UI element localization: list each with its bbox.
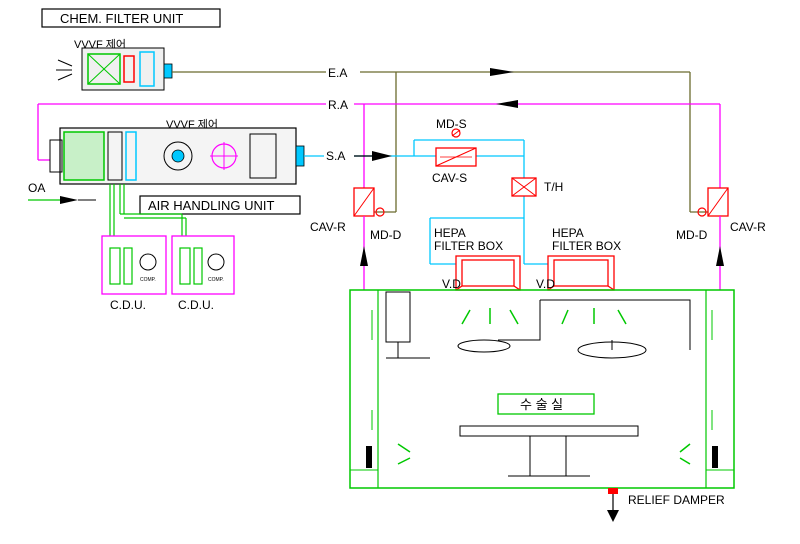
relief-damper-label: RELIEF DAMPER xyxy=(628,493,725,507)
cav-r-left-label: CAV-R xyxy=(310,220,346,234)
outdoor-air-label: OA xyxy=(28,181,45,195)
cdu-right-label: C.D.U. xyxy=(178,298,214,312)
relief-damper xyxy=(607,488,619,522)
chem-filter-section xyxy=(139,51,155,87)
operating-table xyxy=(459,425,639,437)
th-label: T/H xyxy=(544,180,563,194)
return-right-arrow xyxy=(716,246,724,266)
ahu-coil xyxy=(125,131,137,181)
ahu-inlet-damper xyxy=(49,139,63,173)
chem-outlet-flange xyxy=(163,63,173,79)
supply-airflow-arrows xyxy=(397,308,691,465)
ahu-outlet-flange xyxy=(295,145,305,167)
surgical-light-left xyxy=(457,339,511,353)
chem-filter-unit: CHEM. FILTER UNIT VVVF 제어 xyxy=(41,8,221,91)
cdu-left: COMP. xyxy=(101,235,167,295)
supply-flow-arrow xyxy=(372,151,392,161)
room-name-box xyxy=(497,393,595,415)
return-air-label: R.A xyxy=(328,98,348,112)
return-flow-arrow xyxy=(496,100,518,108)
md-d-right-label: MD-D xyxy=(676,228,708,242)
cav-r-right-label: CAV-R xyxy=(730,220,766,234)
hepa-filter-box-left xyxy=(455,255,521,291)
ahu-prefilter xyxy=(107,131,123,181)
chem-filter-title-box xyxy=(41,8,221,28)
refrigerant-pipes xyxy=(109,184,187,236)
operating-room xyxy=(349,289,735,489)
room-name: 수 술 실 xyxy=(520,397,563,412)
air-handling-unit: VVVF 제어 xyxy=(49,118,305,185)
ahu-mixing-section xyxy=(63,131,105,181)
md-s-label: MD-S xyxy=(436,117,467,131)
md-d-left-label: MD-D xyxy=(370,228,402,242)
return-grille-right xyxy=(712,446,718,468)
hepa-right-line1: HEPA xyxy=(552,226,584,240)
chem-fan-section xyxy=(87,53,121,85)
oa-flow-arrow xyxy=(60,196,78,204)
vd-left-label: V.D xyxy=(442,277,461,291)
hepa-right-line2: FILTER BOX xyxy=(552,239,621,253)
md-d-right-damper xyxy=(697,207,707,217)
cdu-right-comp: COMP. xyxy=(208,277,224,283)
ahu-discharge xyxy=(249,133,277,179)
exhaust-flow-arrow xyxy=(490,68,514,76)
return-left-arrow xyxy=(360,246,368,266)
hepa-filter-box-right xyxy=(547,255,615,291)
cav-s-label: CAV-S xyxy=(432,171,467,185)
hepa-left-line2: FILTER BOX xyxy=(434,239,503,253)
md-s-damper xyxy=(451,128,461,138)
ahu-title: AIR HANDLING UNIT xyxy=(148,198,274,213)
ahu-supply-fan xyxy=(163,141,193,171)
return-grille-left xyxy=(366,446,372,468)
cdu-left-label: C.D.U. xyxy=(110,298,146,312)
exhaust-air-label: E.A xyxy=(328,66,347,80)
cdu-right: COMP. xyxy=(171,235,235,295)
vd-right-label: V.D xyxy=(536,277,555,291)
surgical-equipment xyxy=(385,291,691,477)
chem-motor xyxy=(123,55,135,83)
chem-filter-title: CHEM. FILTER UNIT xyxy=(60,11,183,26)
chem-filter-housing xyxy=(81,47,165,91)
wall-cabinet xyxy=(385,291,411,343)
cdu-left-comp: COMP. xyxy=(140,277,156,283)
supply-air-label: S.A xyxy=(326,149,345,163)
ahu-title-box xyxy=(139,195,301,215)
md-d-left-damper xyxy=(375,207,385,217)
hepa-left-line1: HEPA xyxy=(434,226,466,240)
return-duct xyxy=(37,103,721,188)
